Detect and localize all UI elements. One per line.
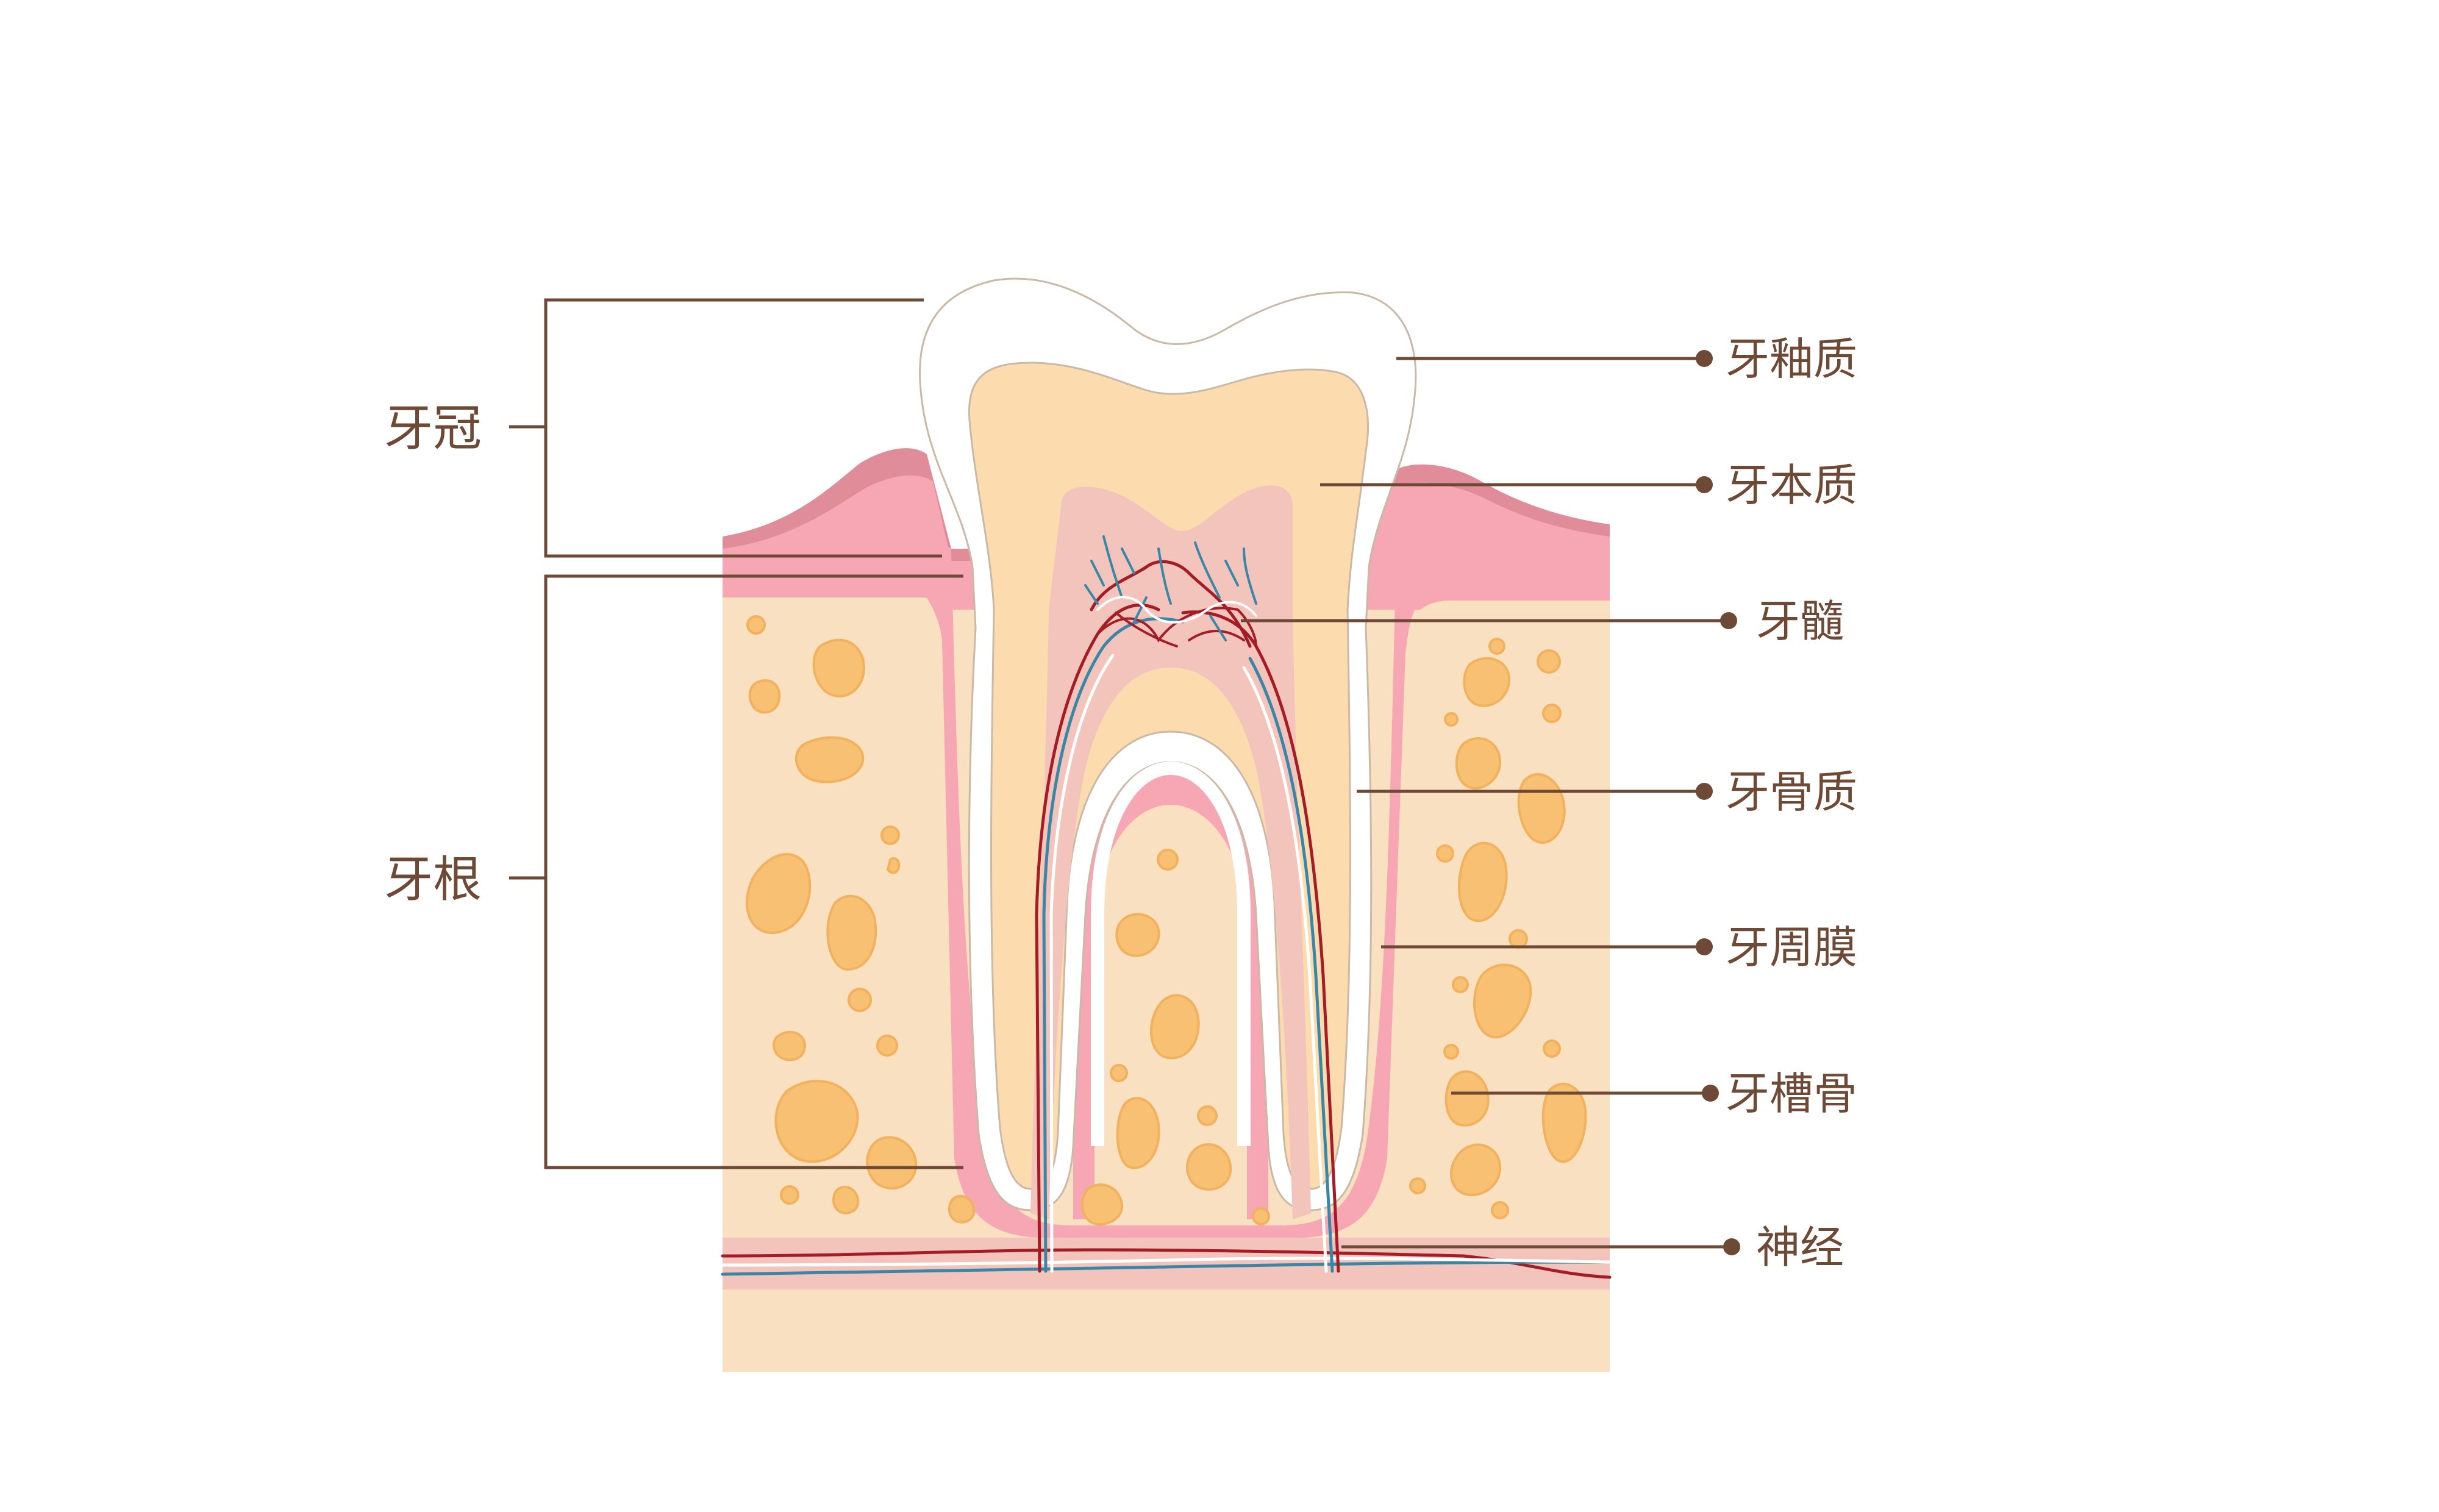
svg-text:牙本质: 牙本质 [1726, 460, 1857, 511]
svg-text:牙槽骨: 牙槽骨 [1726, 1068, 1857, 1119]
svg-text:牙釉质: 牙釉质 [1726, 333, 1857, 385]
root-label: 牙根 [384, 851, 482, 908]
svg-text:牙周膜: 牙周膜 [1726, 922, 1857, 973]
svg-text:神经: 神经 [1756, 1222, 1844, 1273]
svg-text:牙骨质: 牙骨质 [1726, 766, 1857, 818]
lower-bone-strip [723, 1280, 1610, 1372]
crown-label: 牙冠 [384, 400, 482, 457]
svg-text:牙髓: 牙髓 [1756, 596, 1844, 647]
label-enamel: 牙釉质 [1396, 333, 1857, 385]
